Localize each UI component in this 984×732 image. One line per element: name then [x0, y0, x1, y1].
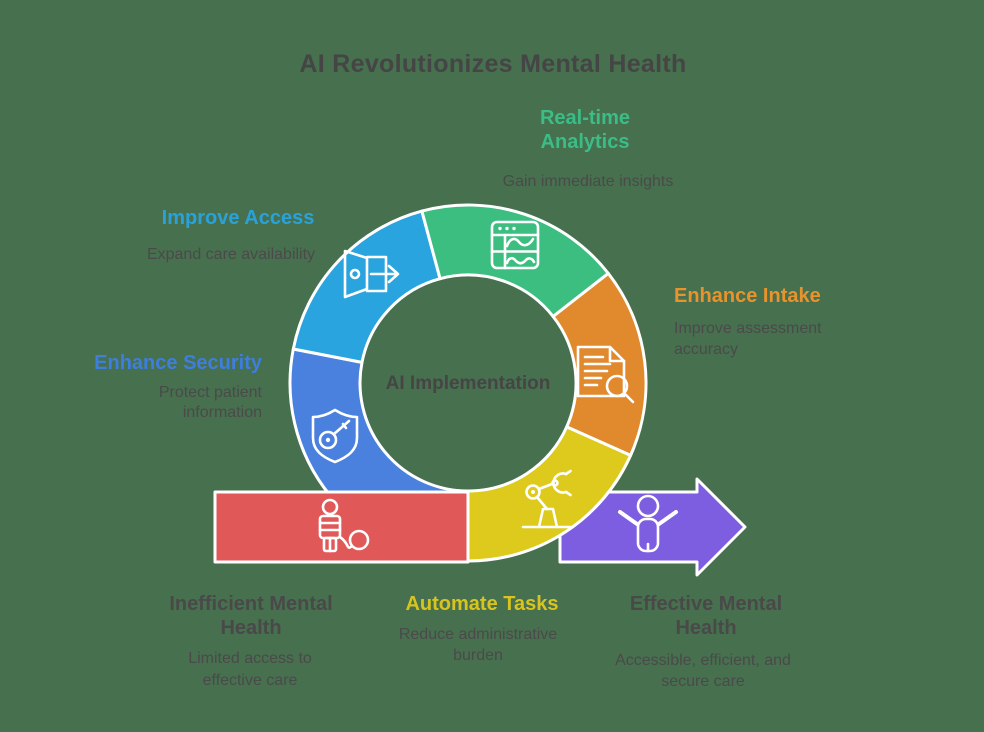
label-enhance-intake: Enhance Intake	[674, 285, 821, 307]
desc-effective-mental-health: Accessible, efficient, and secure care	[615, 652, 791, 690]
desc-inefficient-mental-health: Limited access to effective care	[188, 650, 312, 689]
desc-enhance-security: Protect patient information	[158, 384, 262, 421]
desc-enhance-intake: Improve assessment accuracy	[674, 320, 822, 358]
center-label: AI Implementation	[385, 373, 551, 394]
exit-door-icon	[343, 249, 400, 299]
desc-automate-tasks: Reduce administrative burden	[398, 626, 558, 664]
constrained-person-icon	[318, 498, 370, 553]
desc-real-time-analytics: Gain immediate insights	[502, 173, 674, 190]
flow-band-red	[213, 490, 470, 564]
shield-key-icon	[311, 408, 359, 464]
document-search-icon	[576, 345, 635, 404]
label-inefficient-mental-health: Inefficient Mental Health	[169, 593, 333, 639]
desc-improve-access: Expand care availability	[146, 246, 316, 263]
flow-arrow-purple	[558, 477, 747, 577]
page-title: AI Revolutionizes Mental Health	[299, 50, 687, 78]
label-effective-mental-health: Effective Mental Health	[629, 593, 783, 639]
analytics-window-icon	[490, 220, 540, 270]
label-enhance-security: Enhance Security	[94, 352, 262, 374]
label-automate-tasks: Automate Tasks	[405, 593, 559, 615]
label-real-time-analytics: Real-time Analytics	[539, 107, 631, 153]
robot-arm-icon	[521, 469, 573, 529]
celebrating-person-icon	[618, 494, 678, 553]
label-improve-access: Improve Access	[161, 207, 315, 229]
